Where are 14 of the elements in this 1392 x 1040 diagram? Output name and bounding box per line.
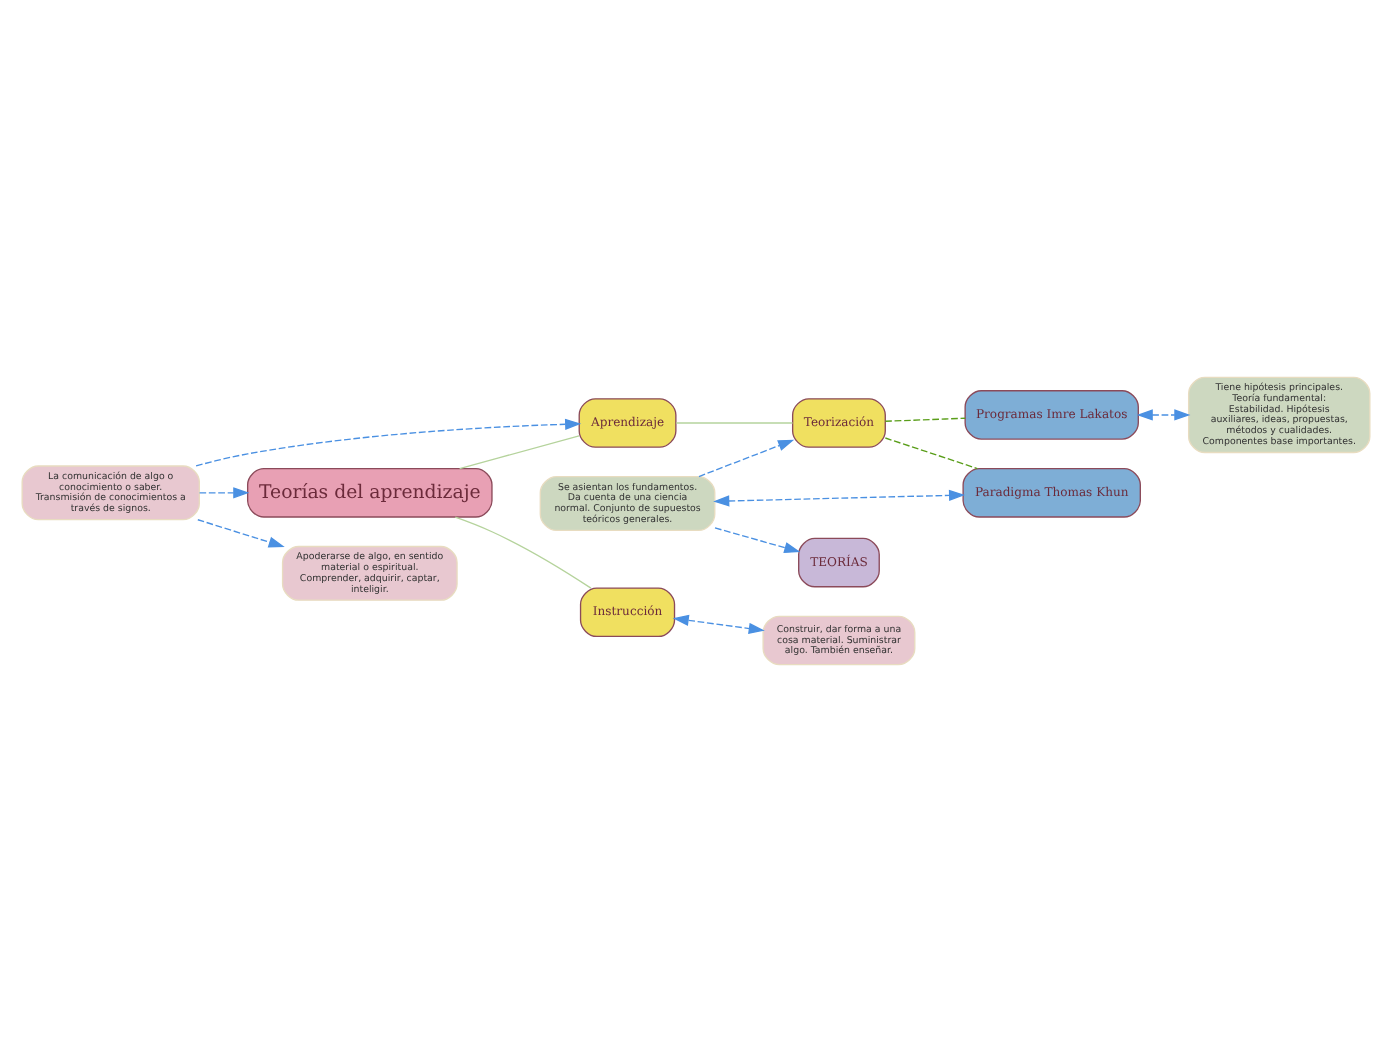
connector — [458, 434, 580, 469]
arrow — [714, 526, 801, 553]
arrow — [713, 488, 966, 506]
connector — [884, 416, 966, 421]
arrow — [698, 438, 795, 477]
arrow — [197, 518, 285, 547]
node-box: Teorías del aprendizaje — [247, 466, 493, 517]
arrow — [195, 417, 582, 466]
arrow — [672, 613, 765, 634]
connector — [884, 436, 978, 469]
arrow — [1136, 408, 1191, 420]
connector — [454, 515, 592, 588]
arrow — [198, 486, 250, 498]
connector — [675, 421, 794, 423]
